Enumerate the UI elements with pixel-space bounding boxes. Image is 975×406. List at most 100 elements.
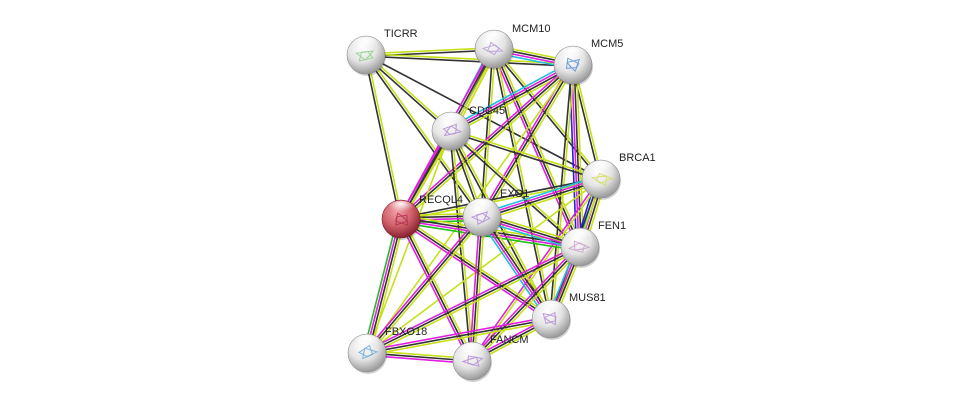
node-highlight	[458, 342, 486, 359]
node-ticrr[interactable]: TICRR	[346, 28, 418, 76]
edge-line-textmining	[366, 54, 403, 219]
edge-line-textmining	[451, 129, 602, 179]
protein-structure-icon	[481, 41, 504, 56]
edge-line-experiments	[469, 244, 579, 360]
edge-mus81-fbxo18[interactable]	[366, 315, 552, 357]
node-mus81[interactable]: MUS81	[531, 292, 606, 340]
edge-exo1-mus81[interactable]	[478, 214, 555, 322]
node-brca1[interactable]: BRCA1	[581, 152, 656, 200]
edge-line-experiments	[364, 214, 481, 352]
node-highlight	[480, 30, 508, 47]
edge-line-textmining	[365, 47, 494, 55]
protein-structure-icon	[542, 311, 557, 326]
edge-line-coexpression	[366, 318, 552, 354]
edge-line-textmining	[401, 216, 553, 318]
edge-line-textmining	[494, 48, 553, 319]
edge-cdc45-brca1[interactable]	[450, 129, 602, 181]
node-label: BRCA1	[619, 152, 656, 164]
edge-line-textmining	[366, 178, 602, 354]
edge-line-coexpression	[450, 131, 601, 181]
node-mcm5[interactable]: MCM5	[553, 38, 623, 86]
edge-line-textmining	[369, 219, 406, 355]
edge-ticrr-exo1[interactable]	[364, 53, 484, 219]
node-highlight	[437, 112, 465, 129]
edge-line-coexpression	[573, 64, 582, 247]
node-label: FEN1	[598, 220, 626, 232]
edge-fen1-fancm[interactable]	[469, 244, 583, 364]
node-recql4[interactable]: RECQL4	[381, 194, 463, 240]
edge-line-experiments	[481, 177, 601, 217]
node-fancm[interactable]: FANCM	[452, 334, 529, 382]
edge-line-coexpression	[451, 65, 574, 133]
node-highlight	[387, 200, 415, 217]
node-mcm10[interactable]: MCM10	[474, 23, 551, 70]
edge-mcm5-brca1[interactable]	[571, 64, 603, 180]
node-label: MUS81	[569, 292, 606, 304]
edge-line-coexpression	[365, 55, 573, 67]
node-label: FANCM	[490, 334, 529, 346]
edge-line-coexpression	[549, 64, 573, 319]
node-label: CDC45	[469, 105, 505, 117]
edge-line-coexpression	[400, 218, 473, 362]
node-cdc45[interactable]: CDC45	[431, 105, 505, 152]
edge-exo1-fbxo18[interactable]	[364, 214, 485, 356]
edge-line-experiments	[365, 218, 401, 353]
node-label: MCM10	[512, 23, 551, 35]
edge-line-coexpression	[366, 216, 483, 354]
edge-recql4-fbxo18[interactable]	[362, 217, 406, 355]
edge-line-coexpression	[364, 55, 482, 219]
node-highlight	[566, 228, 594, 245]
edge-line-textmining	[573, 64, 603, 179]
edge-line-experiments	[450, 63, 573, 131]
edge-line-coexpression	[449, 131, 580, 249]
edge-line-experiments	[571, 65, 580, 248]
edge-brca1-recql4[interactable]	[400, 177, 602, 221]
edge-fen1-fbxo18[interactable]	[365, 244, 582, 356]
edge-line-textmining	[367, 248, 582, 356]
edge-line-databases	[448, 61, 572, 129]
edge-brca1-fbxo18[interactable]	[366, 178, 602, 354]
protein-structure-icon	[442, 123, 463, 137]
node-label: MCM5	[591, 38, 623, 50]
edge-line-textmining	[368, 218, 485, 356]
edge-line-experiments	[468, 216, 481, 361]
edge-line-coexpression	[492, 49, 551, 320]
edge-line-experiments	[480, 217, 551, 321]
protein-structure-icon	[567, 240, 591, 253]
edge-line-textmining	[473, 217, 486, 362]
edge-line-textmining	[367, 320, 552, 357]
edge-brca1-exo1[interactable]	[480, 174, 603, 222]
edge-line-textmining	[495, 47, 583, 247]
edge-line-experiments	[491, 49, 579, 249]
edge-line-coexpression	[482, 215, 553, 319]
node-label: EXO1	[500, 188, 529, 200]
node-exo1[interactable]: EXO1	[462, 188, 529, 238]
edge-exo1-fancm[interactable]	[468, 216, 486, 362]
edge-line-coexpression	[571, 65, 601, 180]
edge-line-textmining	[473, 248, 583, 364]
edge-mcm10-mus81[interactable]	[492, 48, 553, 320]
node-highlight	[559, 46, 587, 63]
edge-line-coexpression	[493, 48, 581, 248]
node-label: TICRR	[384, 28, 418, 40]
node-highlight	[537, 300, 565, 317]
node-fen1[interactable]: FEN1	[560, 220, 626, 268]
edge-line-experiments	[366, 315, 551, 352]
node-highlight	[587, 160, 615, 177]
edge-line-coexpression	[471, 216, 483, 362]
edge-line-textmining	[575, 64, 585, 247]
node-fbxo18[interactable]: FBXO18	[347, 326, 427, 374]
edge-line-textmining	[402, 217, 475, 361]
node-highlight	[468, 198, 496, 215]
edge-line-coexpression	[367, 219, 403, 354]
edge-mcm10-fen1[interactable]	[491, 47, 583, 249]
edge-cdc45-fen1[interactable]	[449, 129, 582, 249]
edge-line-coexpression	[364, 55, 401, 220]
edge-ticrr-recql4[interactable]	[364, 54, 403, 220]
edge-line-textmining	[401, 179, 602, 221]
edge-line-neighborhood	[362, 217, 399, 353]
edge-line-textmining	[451, 130, 474, 361]
edge-line-coexpression	[400, 177, 601, 219]
node-highlight	[353, 334, 381, 351]
edge-line-textmining	[494, 47, 603, 179]
